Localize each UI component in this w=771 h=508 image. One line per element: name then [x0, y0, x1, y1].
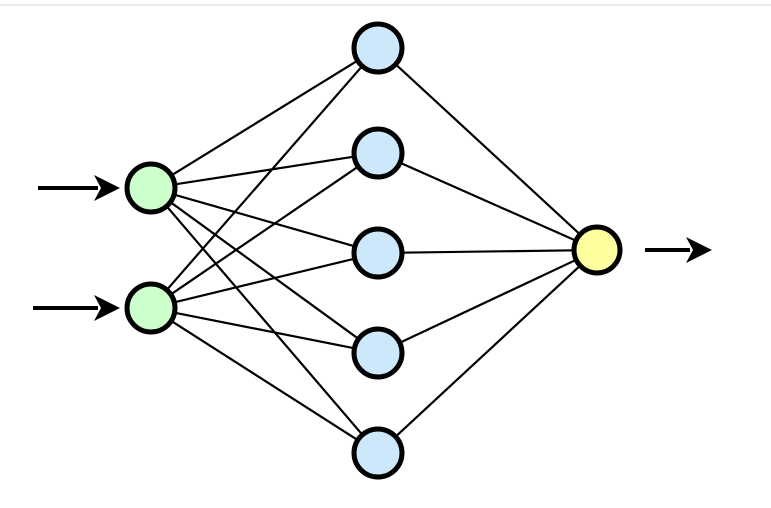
node-input-1[interactable]	[124, 161, 178, 215]
edge-input-1-to-hidden-5	[164, 203, 365, 438]
input-layer	[124, 161, 178, 335]
edges-group	[164, 58, 583, 443]
edge-input-2-to-hidden-5	[168, 318, 361, 443]
output-layer	[571, 224, 623, 276]
output-arrow-head	[686, 237, 712, 263]
node-output-1[interactable]	[571, 224, 623, 276]
node-hidden-3[interactable]	[351, 226, 405, 280]
hidden-layer	[351, 21, 405, 480]
edge-input-2-to-hidden-2	[168, 164, 361, 297]
io-arrows-group	[33, 175, 712, 321]
node-hidden-1[interactable]	[351, 21, 405, 75]
node-input-2[interactable]	[124, 281, 178, 335]
edge-input-2-to-hidden-3	[172, 257, 357, 304]
edge-hidden-4-to-output-1	[397, 257, 579, 345]
input-arrow-top	[38, 175, 120, 201]
node-hidden-5[interactable]	[351, 426, 405, 480]
edge-hidden-5-to-output-1	[393, 263, 583, 439]
edge-hidden-3-to-output-1	[399, 249, 577, 254]
input-arrow-top-head	[94, 175, 120, 201]
node-hidden-4[interactable]	[351, 326, 405, 380]
edge-input-1-to-hidden-4	[168, 200, 361, 341]
input-arrow-bottom	[33, 295, 120, 321]
output-arrow	[645, 237, 712, 263]
edge-input-2-to-hidden-1	[164, 63, 365, 293]
edge-input-1-to-hidden-2	[172, 155, 357, 186]
node-hidden-2[interactable]	[351, 126, 405, 180]
edge-input-1-to-hidden-1	[169, 58, 360, 178]
edge-input-1-to-hidden-3	[171, 193, 358, 248]
edge-hidden-1-to-output-1	[393, 62, 583, 237]
edge-hidden-2-to-output-1	[397, 160, 579, 243]
nodes-group	[124, 21, 623, 480]
input-arrow-bottom-head	[94, 295, 120, 321]
edge-input-2-to-hidden-4	[172, 311, 357, 350]
